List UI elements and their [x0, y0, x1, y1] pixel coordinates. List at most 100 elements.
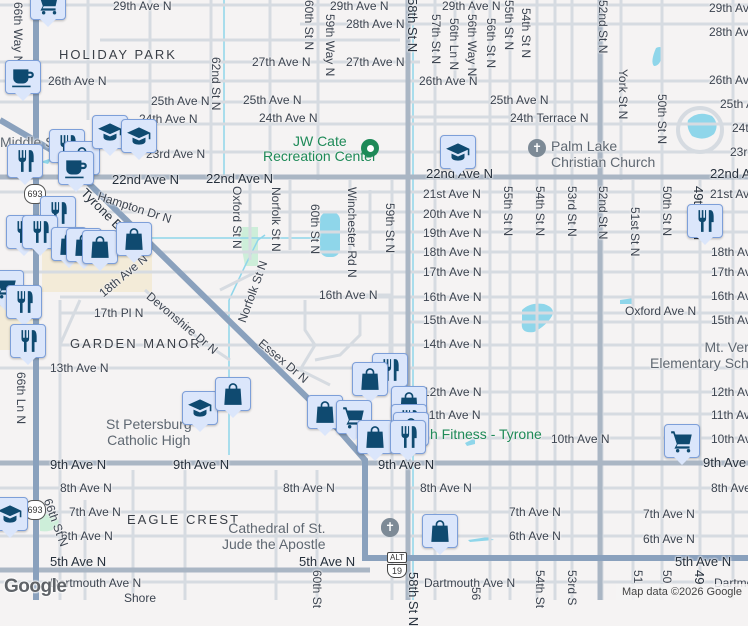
shopping-bag-marker[interactable]	[215, 377, 251, 418]
street-label: Oxford Ave N	[625, 304, 697, 318]
street-label: 54th St	[533, 570, 547, 609]
shopping-bag-marker[interactable]	[352, 362, 388, 403]
street-label: 53rd S	[565, 570, 579, 606]
street-label: 17th Pl N	[94, 306, 144, 320]
neighborhood-label: HOLIDAY PARK	[59, 47, 177, 62]
street-label: 6th Ave N	[509, 529, 561, 543]
street-label: 52nd St N	[596, 0, 610, 54]
street-label: 13th Ave N	[50, 361, 109, 375]
street-label: Dartmouth Ave N	[424, 576, 516, 590]
street-label: 50	[660, 570, 674, 584]
map-attribution[interactable]: Map data ©2026 Google	[615, 584, 748, 600]
pond	[465, 438, 475, 446]
restaurant-marker[interactable]	[687, 204, 723, 245]
street-label: 17th Av	[711, 265, 748, 279]
restaurant-marker[interactable]	[10, 324, 46, 365]
street-label: 23rd Ave N	[146, 147, 206, 161]
street-label: 52nd St N	[596, 186, 610, 240]
street-label: 21st Ave N	[423, 187, 481, 201]
recreation-center-icon[interactable]	[361, 139, 379, 157]
church-icon[interactable]: ✝	[381, 518, 399, 536]
street-label: 58th St N	[405, 0, 420, 53]
street-label: 15th Ave N	[423, 313, 482, 327]
school-marker[interactable]	[0, 497, 28, 538]
park-area	[238, 227, 258, 266]
shopping-bag-marker[interactable]	[82, 230, 118, 271]
poi-palm-lake-christian-church[interactable]: Palm Lake Christian Church	[551, 138, 656, 171]
street-label: 57th St N	[429, 14, 443, 65]
restaurant-icon	[395, 424, 421, 450]
shopping-cart-icon	[669, 428, 695, 454]
street-label: 62nd St N	[209, 57, 223, 111]
street-label: 66th Way N	[11, 2, 25, 65]
street-label: 29th Ave N	[113, 0, 172, 13]
street-label: 7th Ave N	[509, 505, 561, 519]
street-label: 56th Ln N	[447, 18, 461, 71]
church-icon[interactable]: ✝	[528, 139, 546, 157]
poi-jw-cate-recreation-center[interactable]: JW Cate Recreation Center	[263, 133, 377, 165]
pond	[620, 298, 634, 304]
shopping-cart-marker[interactable]	[664, 424, 700, 465]
street-label: Oxford St N	[230, 186, 244, 249]
street-label: 29th Ave	[709, 1, 748, 15]
street-label: 8th Ave N	[283, 481, 335, 495]
highway-shield-us19: ALT 19	[387, 552, 408, 578]
restaurant-marker[interactable]	[7, 144, 43, 185]
street-label: 12th Ave N	[423, 385, 482, 399]
street-label: 29th Ave N	[330, 0, 389, 13]
coffee-marker[interactable]	[58, 151, 94, 192]
poi-st-petersburg-catholic-high[interactable]: St Petersburg Catholic High	[106, 416, 192, 449]
street-label: 5th Ave N	[299, 554, 356, 569]
restaurant-marker[interactable]	[390, 420, 426, 461]
street-label: 9th Ave N	[50, 457, 107, 472]
restaurant-icon	[27, 219, 53, 245]
street-label: 6th Ave N	[61, 529, 113, 543]
school-icon	[97, 119, 123, 145]
minor-roads	[0, 0, 748, 600]
poi-mt-vernon-elementary[interactable]: Mt. Vern Elementary Scho	[650, 339, 748, 372]
shopping-bag-icon	[362, 424, 388, 450]
street-label: 22nd Ave N	[206, 171, 273, 186]
poi-cathedral-st-jude[interactable]: Cathedral of St. Jude the Apostle	[222, 520, 326, 553]
street-label: 24th Terrace N	[510, 111, 589, 125]
restaurant-icon	[12, 148, 38, 174]
street-label: Dartmouth Ave N	[50, 576, 142, 590]
coffee-marker[interactable]	[5, 60, 41, 101]
street-label: 14th Ave N	[423, 337, 482, 351]
pond	[652, 47, 663, 66]
street-label: 56th St N	[484, 18, 498, 69]
street-label: 22nd A	[710, 166, 748, 181]
shopping-bag-icon	[87, 234, 113, 260]
street-label: 11th Av	[711, 408, 748, 422]
shopping-bag-marker[interactable]	[357, 420, 393, 461]
street-label: 7th Ave N	[643, 507, 695, 521]
street-label: 8th Ave N	[60, 481, 112, 495]
street-label: 24t	[732, 121, 748, 135]
street-label: 50th St N	[655, 94, 669, 145]
arterial-roads	[0, 0, 748, 600]
street-label: 27th Ave N	[346, 55, 405, 69]
restaurant-marker[interactable]	[6, 285, 42, 326]
school-icon	[187, 395, 213, 421]
street-label: 15th Av	[711, 313, 748, 327]
street-label: 9th Ave N	[173, 457, 230, 472]
shopping-bag-icon	[121, 226, 147, 252]
shopping-cart-marker[interactable]	[30, 0, 66, 27]
school-marker[interactable]	[121, 119, 157, 160]
street-label: 5th Ave N	[675, 554, 732, 569]
shopping-bag-marker[interactable]	[422, 514, 458, 555]
school-marker[interactable]	[182, 391, 218, 432]
school-icon	[126, 123, 152, 149]
street-label: 20th Ave N	[423, 207, 482, 221]
school-icon	[445, 139, 471, 165]
street-label: 23r	[730, 145, 748, 159]
school-marker[interactable]	[440, 135, 476, 176]
poi-fitness-tyrone[interactable]: h Fitness - Tyrone	[430, 426, 542, 442]
street-label: 55th St N	[501, 186, 515, 237]
street-label: York St N	[616, 69, 630, 120]
shopping-bag-marker[interactable]	[116, 222, 152, 263]
street-label: 59th St N	[383, 203, 397, 254]
roundabout	[676, 106, 724, 154]
shopping-bag-icon	[357, 366, 383, 392]
street-label: 56th Way N	[465, 14, 479, 77]
